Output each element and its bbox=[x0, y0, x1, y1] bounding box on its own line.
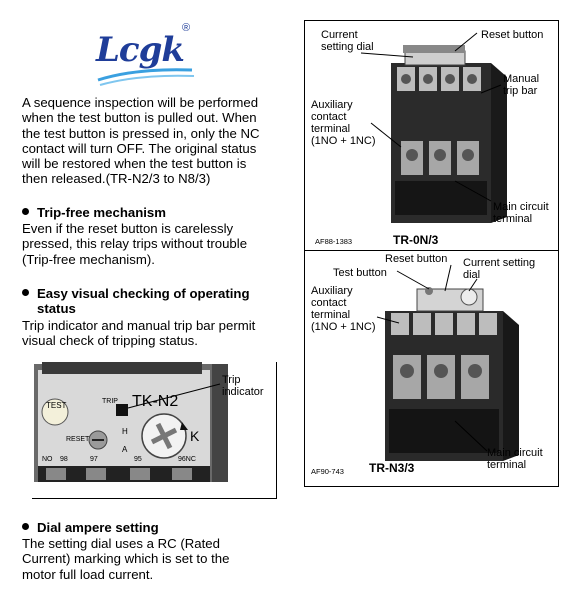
label-line: terminal bbox=[487, 459, 527, 471]
label-reset-button: Reset button bbox=[481, 29, 544, 41]
heading-text: status bbox=[37, 301, 76, 317]
label-line: contact bbox=[311, 111, 347, 123]
label-line: Auxiliary bbox=[311, 99, 353, 111]
text-line: will be restored when the test button is bbox=[22, 156, 247, 172]
trip-indicator-photo bbox=[34, 362, 228, 482]
label-line: (1NO + 1NC) bbox=[311, 321, 376, 333]
label-test-button: Test button bbox=[333, 267, 387, 279]
label-line: Manual bbox=[503, 73, 540, 85]
label-main-circuit-terminal: Main circuit terminal bbox=[493, 201, 549, 225]
text-line: visual check of tripping status. bbox=[22, 333, 198, 349]
label-current-setting-dial: Current setting dial bbox=[321, 29, 374, 53]
h-label: H bbox=[122, 427, 128, 436]
bullet-icon bbox=[22, 208, 29, 215]
label-line: Main circuit bbox=[493, 201, 549, 213]
terminal-97-label: 97 bbox=[90, 456, 98, 463]
reset-label: RESET bbox=[66, 436, 90, 443]
label-line: terminal bbox=[311, 309, 351, 321]
label-line: terminal bbox=[493, 213, 533, 225]
figure-code: AF88-1383 bbox=[315, 237, 353, 246]
figure-code: AF90-743 bbox=[311, 467, 344, 476]
label-current-setting-dial: Current setting dial bbox=[463, 257, 535, 281]
dial-ampere-heading: Dial ampere setting bbox=[22, 520, 292, 535]
no-label: NO bbox=[42, 456, 53, 463]
label-line: dial bbox=[463, 269, 481, 281]
label-line: setting dial bbox=[321, 41, 374, 53]
text-line: Current) marking which is set to the bbox=[22, 551, 230, 567]
callout-line: Trip bbox=[222, 374, 241, 386]
label-line: trip bar bbox=[503, 85, 538, 97]
trip-label: TRIP bbox=[102, 398, 118, 405]
label-line: Current bbox=[321, 29, 358, 41]
label-auxiliary-contact: Auxiliary contact terminal (1NO + 1NC) bbox=[311, 99, 376, 147]
label-auxiliary-contact: Auxiliary contact terminal (1NO + 1NC) bbox=[311, 285, 376, 333]
bullet-icon bbox=[22, 289, 29, 296]
trip-indicator-photo-frame: TEST TRIP TK-N2 RESET H A K NO 98 97 95 … bbox=[32, 362, 277, 499]
figure-tr-0n3: Current setting dial Reset button Manual… bbox=[304, 20, 559, 251]
company-logo: Lcgk ® bbox=[96, 22, 198, 90]
registered-mark: ® bbox=[182, 22, 191, 34]
callout-line: indicator bbox=[222, 386, 264, 398]
text-line: contact will turn OFF. The original stat… bbox=[22, 140, 257, 156]
text-line: pressed, this relay trips without troubl… bbox=[22, 236, 248, 252]
label-reset-button: Reset button bbox=[385, 253, 448, 265]
text-line: then released.(TR-N2/3 to N8/3) bbox=[22, 171, 211, 187]
panel-model-label: TK-N2 bbox=[132, 393, 179, 410]
trip-indicator-callout: Trip indicator bbox=[222, 374, 264, 398]
dial-ampere-description: The setting dial uses a RC (Rated Curren… bbox=[22, 536, 292, 582]
heading-text: Easy visual checking of operating bbox=[37, 286, 250, 301]
label-manual-trip-bar: Manual trip bar bbox=[503, 73, 539, 97]
terminal-95-label: 95 bbox=[134, 456, 142, 463]
label-line: terminal bbox=[311, 123, 351, 135]
logo-swoosh-icon bbox=[97, 68, 195, 86]
label-main-circuit-terminal: Main circuit terminal bbox=[487, 447, 543, 471]
label-line: Main circuit bbox=[487, 447, 543, 459]
figure-model-title: TR-0N/3 bbox=[393, 233, 439, 247]
visual-checking-description: Trip indicator and manual trip bar permi… bbox=[22, 318, 292, 349]
text-line: A sequence inspection will be performed bbox=[22, 95, 259, 110]
k-label: K bbox=[190, 428, 200, 444]
text-line: The setting dial uses a RC (Rated bbox=[22, 536, 220, 551]
text-line: (Trip-free mechanism). bbox=[22, 251, 155, 267]
test-button-description: A sequence inspection will be performed … bbox=[22, 95, 292, 187]
terminal-98-label: 98 bbox=[60, 456, 68, 463]
figure-model-title: TR-N3/3 bbox=[369, 461, 415, 475]
label-line: Current setting bbox=[463, 257, 536, 269]
relay-photo-tr-n33 bbox=[376, 264, 519, 461]
label-line: Auxiliary bbox=[311, 285, 353, 297]
visual-checking-heading: Easy visual checking of operating status bbox=[22, 286, 292, 317]
text-line: Trip indicator and manual trip bar permi… bbox=[22, 318, 256, 333]
text-line: when the test button is pulled out. When bbox=[22, 110, 257, 126]
test-label: TEST bbox=[46, 401, 67, 410]
trip-free-description: Even if the reset button is carelessly p… bbox=[22, 221, 292, 267]
text-line: Even if the reset button is carelessly bbox=[22, 221, 234, 236]
text-line: the test button is pressed in, only the … bbox=[22, 125, 260, 141]
text-line: motor full load current. bbox=[22, 566, 154, 582]
heading-text: Trip-free mechanism bbox=[37, 205, 166, 220]
label-line: contact bbox=[311, 297, 347, 309]
a-label: A bbox=[122, 445, 128, 454]
figure-tr-n33: Reset button Test button Current setting… bbox=[304, 250, 559, 487]
logo-text: Lcgk bbox=[96, 30, 185, 70]
label-line: (1NO + 1NC) bbox=[311, 135, 376, 147]
relay-photo-tr-0n3 bbox=[360, 32, 507, 223]
bullet-icon bbox=[22, 523, 29, 530]
cropped-text-line bbox=[22, 87, 262, 90]
heading-text: Dial ampere setting bbox=[37, 520, 159, 535]
trip-free-heading: Trip-free mechanism bbox=[22, 205, 292, 220]
terminal-96-label: 96NC bbox=[178, 456, 196, 463]
